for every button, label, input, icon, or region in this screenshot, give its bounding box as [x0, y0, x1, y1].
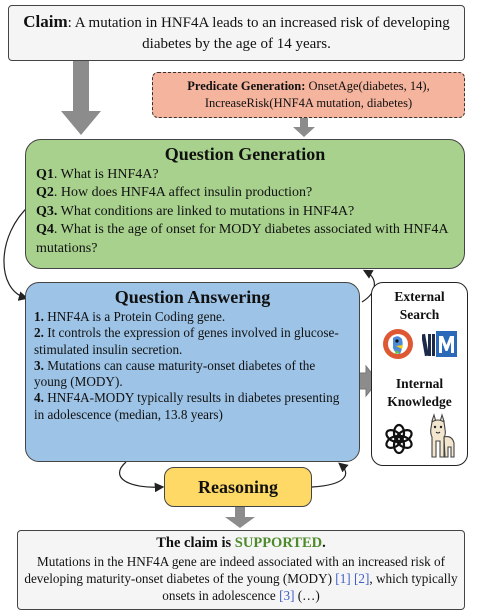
question-answering-title: Question Answering — [114, 287, 271, 307]
ncbi-bookshelf-icon — [422, 331, 457, 357]
claim-label: Claim — [23, 12, 68, 31]
citation-link[interactable]: [3] — [279, 588, 295, 603]
answer-item: 2. It controls the expression of genes i… — [34, 325, 339, 357]
verdict-label: SUPPORTED — [234, 535, 323, 551]
reasoning-to-qa-curve — [311, 462, 349, 488]
claim-to-qg-arrow — [61, 61, 101, 135]
openai-icon — [385, 423, 413, 455]
claim-box: Claim: A mutation in HNF4A leads to an i… — [8, 5, 465, 61]
llama-icon — [430, 413, 455, 458]
predicate-line1: OnsetAge(diabetes, 14), — [305, 79, 430, 93]
question-item: Q4. What is the age of onset for MODY di… — [36, 222, 448, 256]
question-generation-title: Question Generation — [164, 144, 326, 164]
qa-to-reasoning-curve — [119, 461, 165, 493]
claim-sep: : — [67, 15, 72, 31]
claim-text: A mutation in HNF4A leads to an increase… — [71, 15, 450, 52]
predicate-line2: IncreaseRisk(HNF4A mutation, diabetes) — [204, 96, 413, 110]
predicate-label: Predicate Generation: — [187, 79, 306, 93]
verdict-headline: The claim is SUPPORTED. — [156, 535, 326, 551]
answer-item: 4. HNF4A-MODY typically results in diabe… — [34, 390, 340, 422]
question-generation-box: Question Generation Q1. What is HNF4A? Q… — [25, 139, 465, 269]
duckduckgo-icon — [383, 329, 413, 359]
question-answering-box: Question Answering 1. HNF4A is a Protein… — [25, 282, 360, 462]
reasoning-title: Reasoning — [197, 477, 278, 497]
citation-link[interactable]: [1] — [335, 571, 351, 586]
predicate-box: Predicate Generation: OnsetAge(diabetes,… — [152, 72, 465, 118]
question-item: Q1. What is HNF4A? — [36, 167, 159, 182]
question-item: Q2. How does HNF4A affect insulin produc… — [36, 185, 313, 201]
answer-item: 3. Mutations can cause maturity-onset di… — [34, 357, 316, 390]
reasoning-box: Reasoning — [164, 467, 312, 507]
verdict-explanation: Mutations in the HNF4A gene are indeed a… — [24, 554, 458, 603]
question-item: Q3. What conditions are linked to mutati… — [36, 203, 355, 219]
predicate-to-qg-arrow — [293, 118, 315, 137]
reasoning-to-verdict-arrow — [225, 507, 255, 528]
verdict-box: The claim is SUPPORTED. Mutations in the… — [17, 530, 465, 610]
answer-item: 1. HNF4A is a Protein Coding gene. — [34, 309, 226, 324]
citation-link[interactable]: [2] — [353, 571, 370, 586]
